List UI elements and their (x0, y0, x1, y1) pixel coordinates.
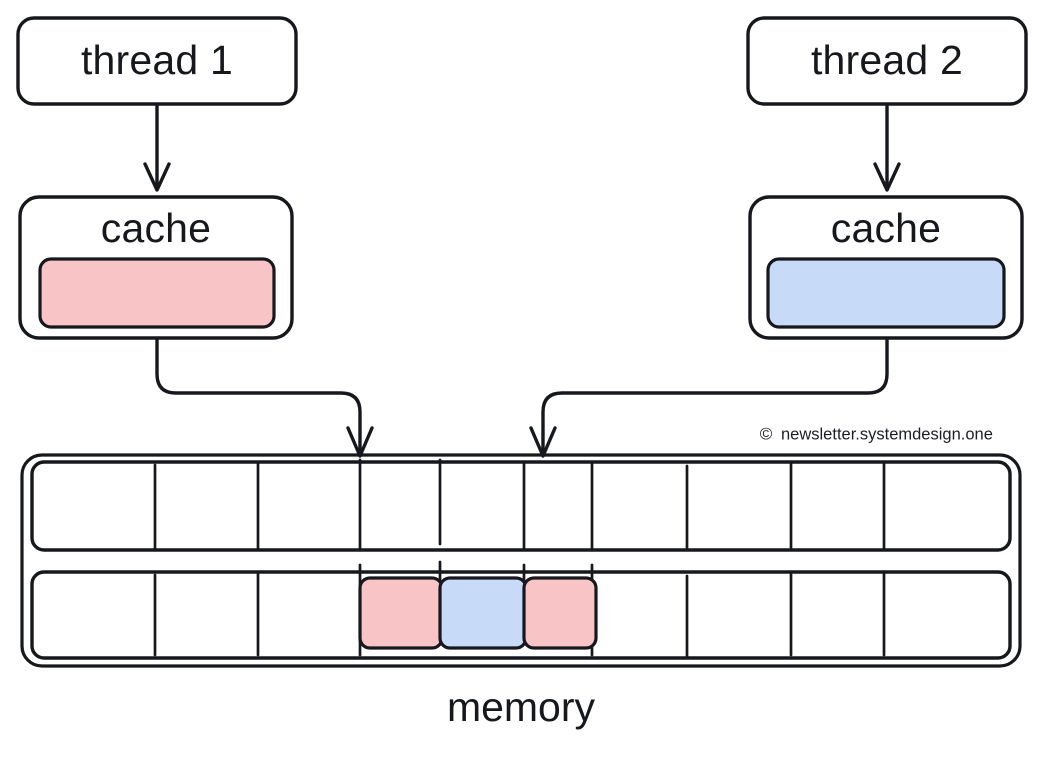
memory-row-1[interactable] (30, 458, 1012, 552)
cache-2-label: cache (831, 205, 941, 251)
cache-2-node[interactable]: cache (748, 195, 1024, 340)
memory-row-1-frame[interactable] (30, 460, 1012, 552)
thread2-to-cache2-arrowhead (873, 162, 901, 192)
thread-2-label: thread 2 (811, 37, 963, 83)
watermark: © newsletter.systemdesign.one (760, 424, 993, 443)
watermark-label: newsletter.systemdesign.one (781, 425, 993, 443)
thread-1-node[interactable]: thread 1 (16, 16, 298, 106)
thread1-to-cache1-arrowhead (143, 162, 171, 192)
memory-outer-container (20, 453, 1022, 668)
cache-1-cache-line (38, 257, 276, 329)
memory-label: memory (447, 684, 596, 730)
copyright-icon: © (760, 424, 773, 443)
cache-1-label: cache (101, 205, 211, 251)
memory-cell-pink-left[interactable] (358, 576, 444, 650)
cache-2-cache-line (766, 257, 1006, 329)
thread2-to-cache2-arrow (873, 103, 901, 192)
memory-cell-pink-right[interactable] (522, 576, 598, 650)
cache1-to-memory-line (155, 337, 362, 454)
memory-cell-blue[interactable] (438, 576, 528, 650)
cache-1-node[interactable]: cache (18, 195, 294, 340)
memory-row-2[interactable] (30, 560, 1012, 660)
cache2-to-memory-line (541, 337, 889, 454)
thread-2-node[interactable]: thread 2 (746, 16, 1028, 106)
thread-1-label: thread 1 (81, 37, 233, 83)
cache1-to-memory-arrow (155, 337, 374, 458)
thread1-to-cache1-arrow (143, 103, 171, 192)
